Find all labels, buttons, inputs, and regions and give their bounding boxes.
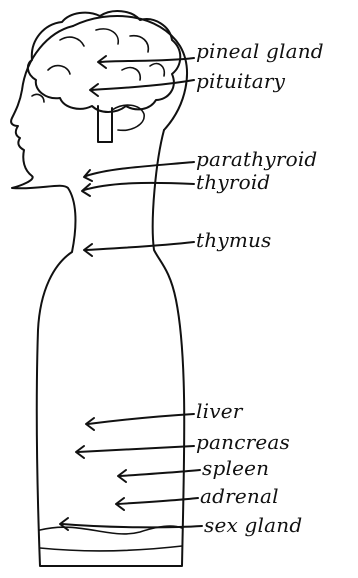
brain-fold [60,37,84,46]
brain-fold [130,36,148,52]
arrow-parathyroid [86,162,194,176]
label-pineal-gland: pineal gland [196,41,324,61]
label-pituitary: pituitary [196,71,285,91]
arrow-spleen [120,470,200,476]
arrow-sex-gland [62,524,202,527]
brain-fold [48,66,70,74]
pelvis-curve [40,546,182,551]
arrow-thymus [86,242,194,250]
arrow-pituitary [92,80,194,90]
pointer-arrows [60,56,202,530]
label-thyroid: thyroid [196,172,270,192]
label-parathyroid: parathyroid [196,149,317,169]
brain-fold [96,29,118,44]
cerebellum [112,105,144,130]
arrow-thyroid [84,183,194,190]
label-sex-gland: sex gland [204,515,302,535]
eye [32,94,44,102]
label-liver: liver [196,401,243,421]
label-spleen: spleen [202,458,269,478]
label-adrenal: adrenal [200,486,279,506]
brain-fold [150,64,164,76]
arrow-adrenal [118,498,198,504]
brain-fold [122,68,140,80]
arrow-pancreas [78,446,194,452]
label-pancreas: pancreas [196,432,290,452]
label-thymus: thymus [196,230,272,250]
arrow-liver [88,414,194,424]
